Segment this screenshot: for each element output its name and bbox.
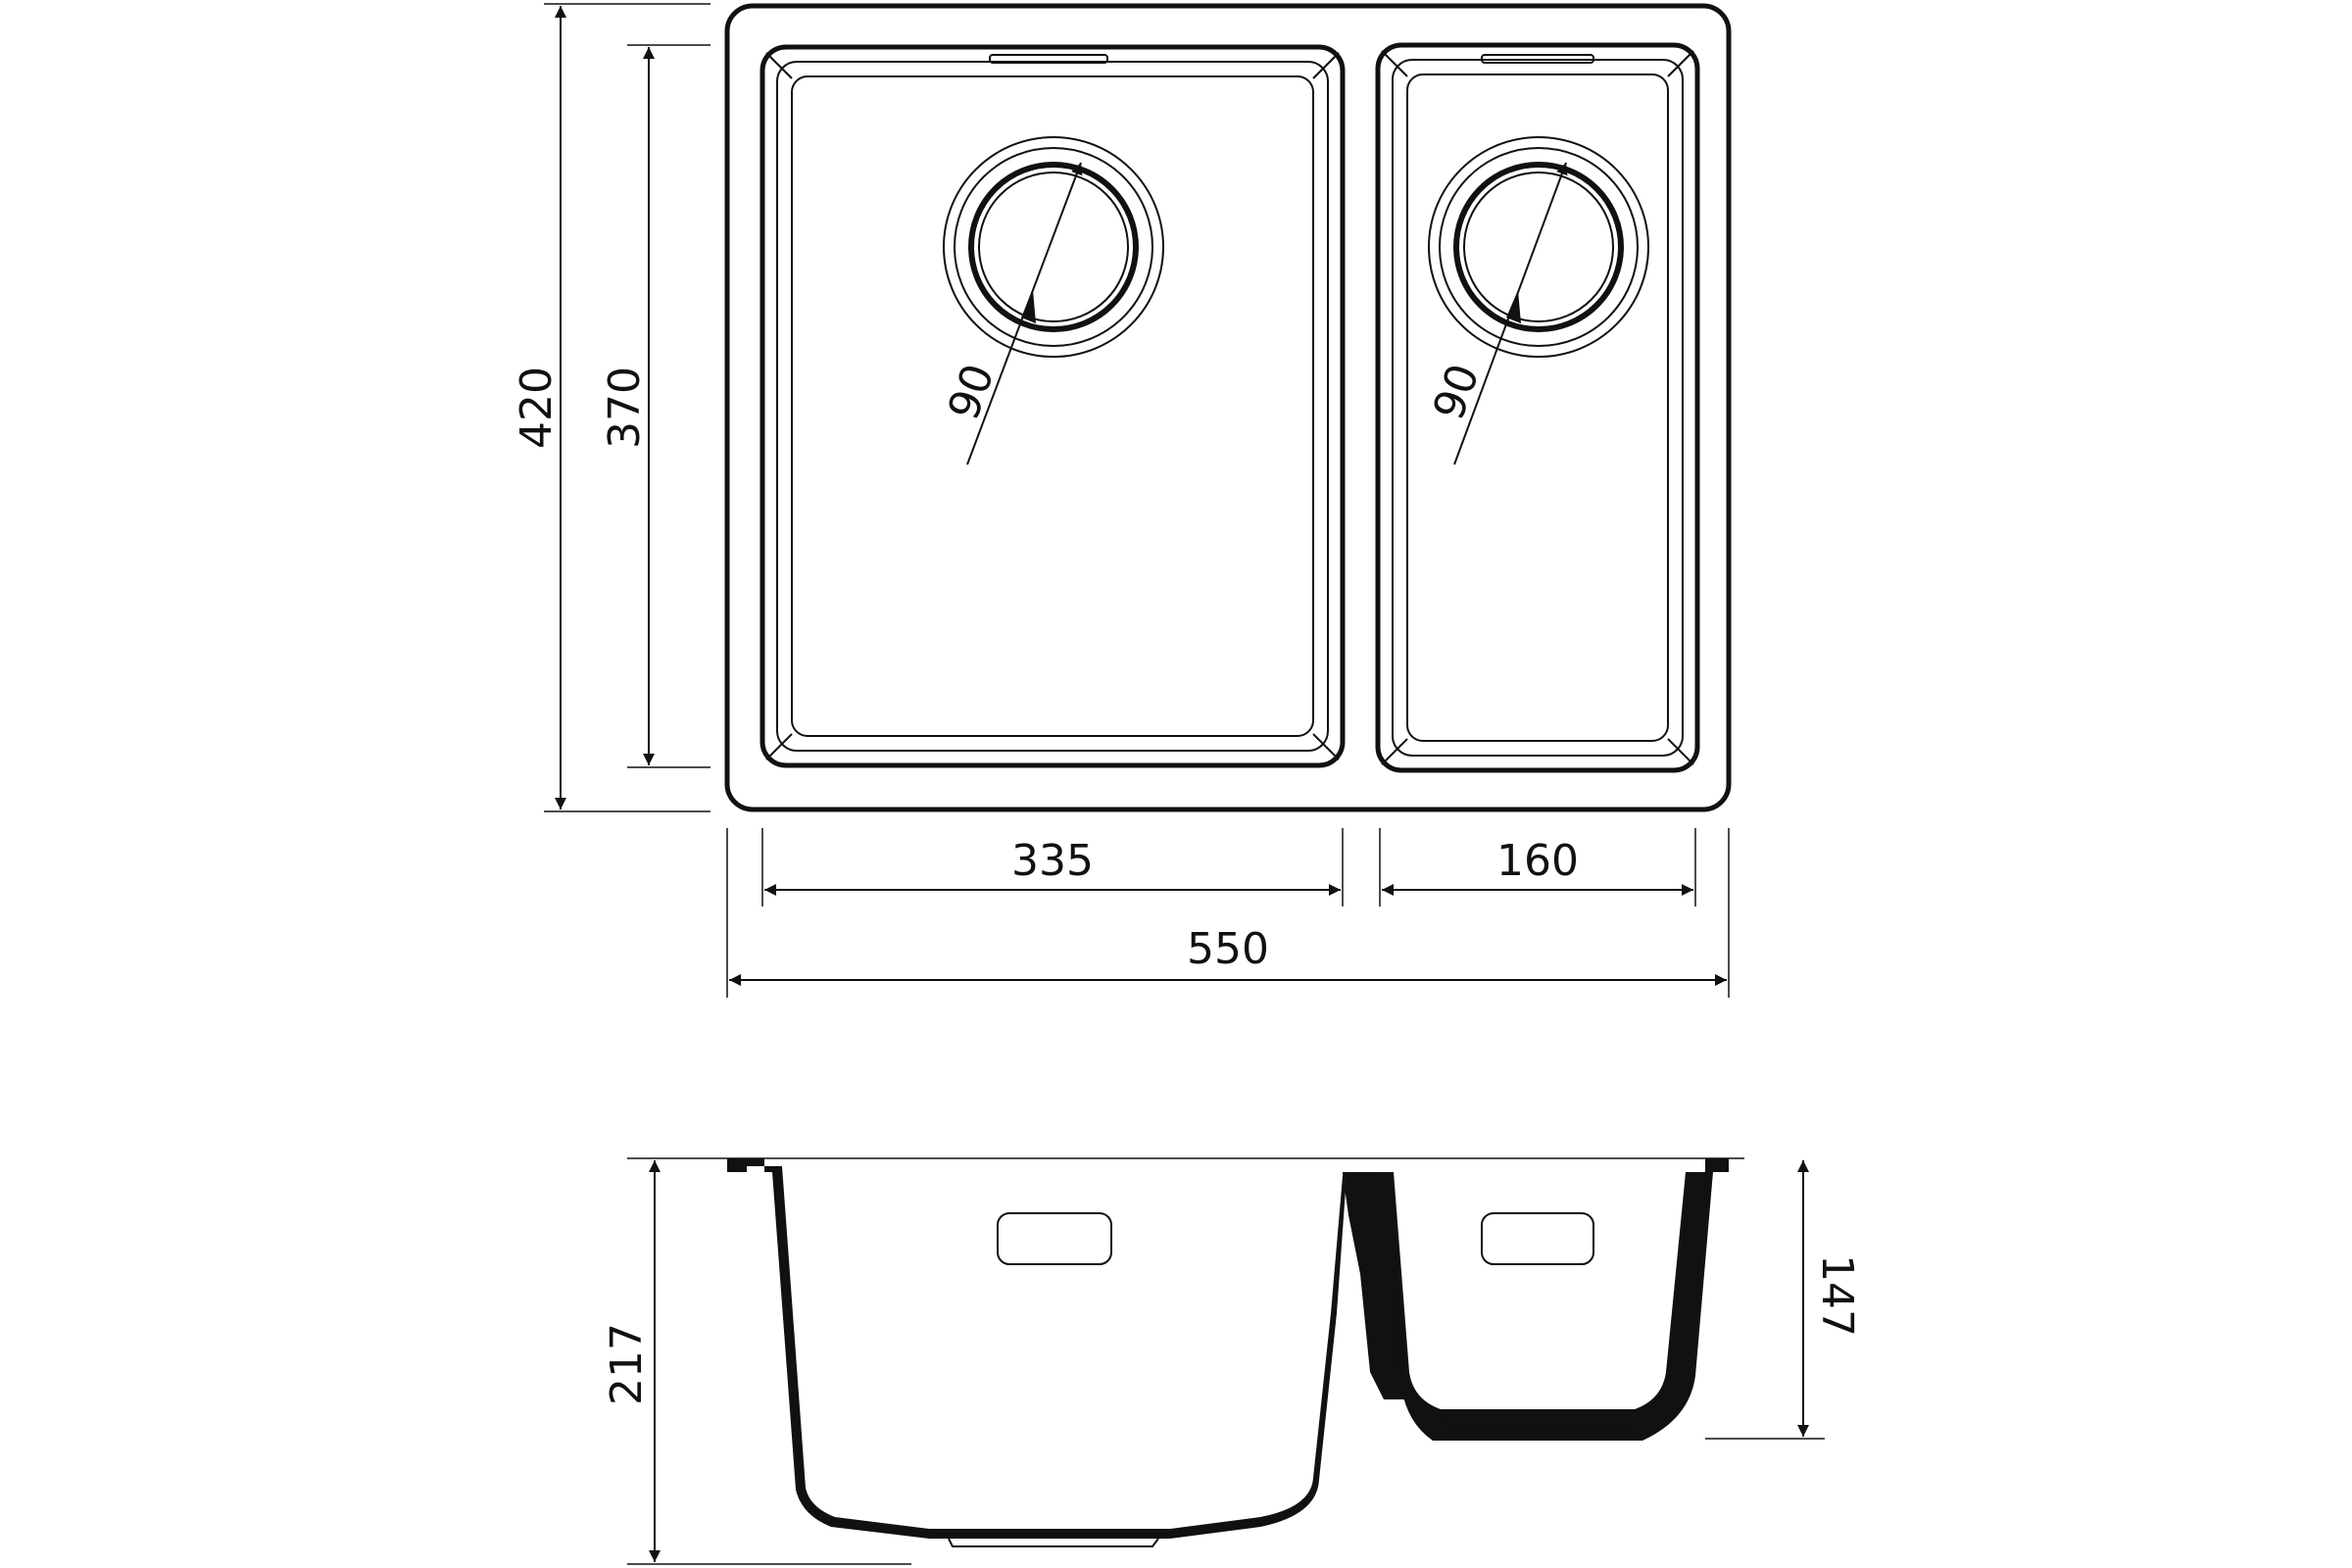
- overflow-slot: [1481, 54, 1594, 64]
- top-view: 90 90 420: [512, 3, 1732, 998]
- small-bowl-height-label: 147: [1812, 1254, 1862, 1337]
- bowl-divider-section: [1343, 1172, 1411, 1399]
- small-drain-diameter-label: 90: [1424, 358, 1490, 426]
- sink-outer-rim: [724, 3, 1732, 812]
- large-bowl-top: [760, 44, 1346, 768]
- large-bowl-width-dimension: [761, 828, 1344, 906]
- overall-depth-label: 420: [512, 367, 562, 449]
- large-bowl-height-dimension: [627, 1160, 911, 1565]
- overflow-slot: [989, 54, 1108, 64]
- large-bowl-section: [727, 1158, 1347, 1539]
- side-view: 217 147: [602, 1157, 1862, 1565]
- overall-width-dimension: [726, 828, 1730, 998]
- overall-depth-dimension: [544, 3, 710, 812]
- small-bowl-top: [1375, 42, 1700, 773]
- small-bowl-width-label: 160: [1496, 836, 1579, 886]
- small-bowl-height-dimension: [1705, 1160, 1825, 1440]
- small-bowl-width-dimension: [1379, 828, 1696, 906]
- small-drain-top: [1428, 136, 1649, 466]
- small-bowl-section: [1382, 1158, 1727, 1441]
- bowl-depth-dimension: [627, 44, 710, 768]
- large-bowl-width-label: 335: [1011, 836, 1094, 886]
- large-drain-top: [943, 136, 1164, 466]
- bowl-depth-label: 370: [600, 367, 650, 449]
- small-bowl-overflow: [1481, 1212, 1594, 1265]
- large-drain-fitting: [948, 1538, 1159, 1547]
- large-bowl-overflow: [997, 1212, 1112, 1265]
- large-drain-diameter-label: 90: [939, 358, 1004, 426]
- large-bowl-height-label: 217: [602, 1323, 652, 1405]
- overall-width-label: 550: [1187, 924, 1269, 974]
